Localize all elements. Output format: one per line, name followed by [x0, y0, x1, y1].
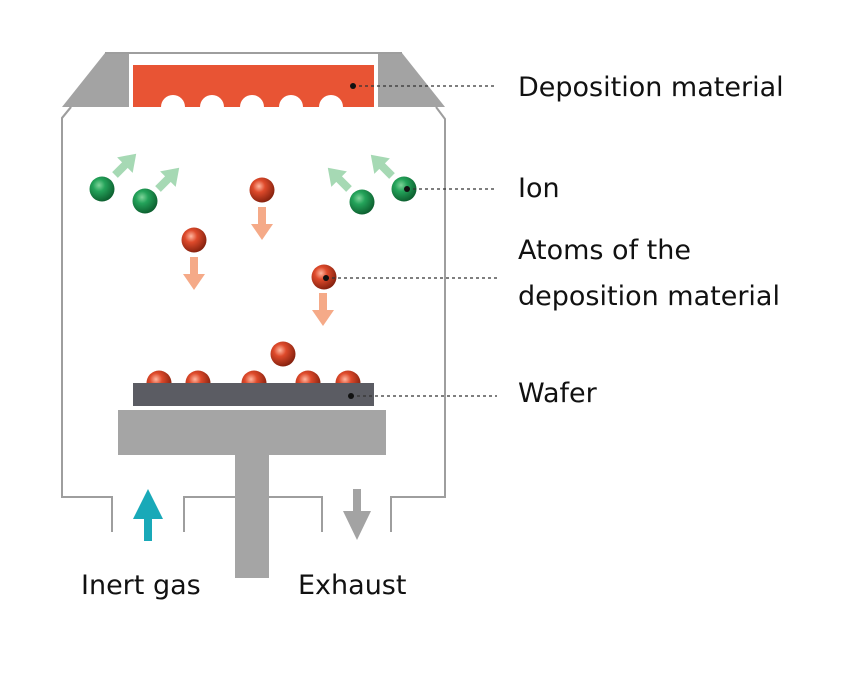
- exhaust-port-wall: [268, 496, 323, 532]
- ion: [89, 176, 115, 202]
- ion: [349, 189, 375, 215]
- label-inert-gas: Inert gas: [81, 570, 201, 601]
- atoms: [146, 177, 361, 396]
- atom: [181, 227, 207, 253]
- chamber-top-inner-left: [61, 106, 72, 119]
- ion-arrow: [155, 167, 180, 192]
- chamber-wall: [61, 106, 113, 532]
- leader-dots: [323, 83, 410, 399]
- atom: [270, 341, 296, 367]
- atom-arrows: [183, 207, 334, 326]
- inert-gas-arrow: [133, 489, 163, 541]
- ion-arrows: [112, 153, 395, 192]
- atom-arrow: [312, 293, 334, 326]
- label-exhaust: Exhaust: [298, 570, 406, 601]
- label-deposition-material: Deposition material: [518, 72, 784, 103]
- label-atoms-line2: deposition material: [518, 281, 780, 312]
- deposition-material-target: [133, 65, 374, 119]
- ion-arrow: [112, 153, 137, 178]
- atom-arrow: [183, 257, 205, 290]
- ion-arrow: [327, 167, 352, 192]
- label-atoms-line1: Atoms of the: [518, 235, 691, 266]
- atom: [249, 177, 275, 203]
- substrate-stage: [118, 410, 386, 578]
- ions: [89, 176, 417, 215]
- chamber-wall-right: [390, 106, 446, 532]
- label-wafer: Wafer: [518, 378, 598, 409]
- ion: [132, 188, 158, 214]
- wafer: [133, 383, 374, 406]
- exhaust-arrow: [343, 489, 371, 540]
- atom-arrow: [251, 207, 273, 240]
- chamber-corner-right: [378, 53, 445, 107]
- inlet-port-wall: [183, 496, 236, 532]
- ion-arrow: [370, 154, 395, 179]
- chamber-corner-left: [62, 53, 129, 107]
- leader-lines: [326, 85, 497, 397]
- label-ion: Ion: [518, 173, 560, 204]
